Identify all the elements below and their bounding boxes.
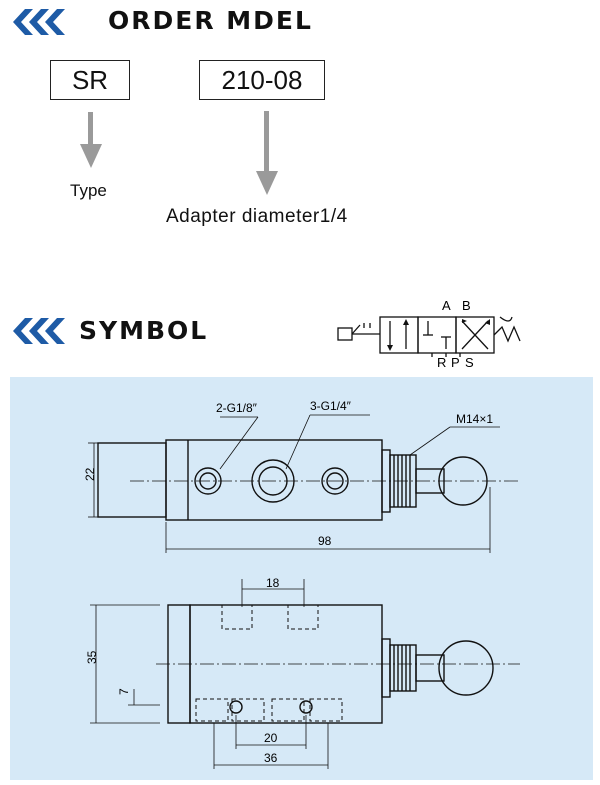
thread-label: M14×1 bbox=[456, 412, 493, 426]
port-small-label: 2-G1/8″ bbox=[216, 401, 258, 415]
model-code-box: 210-08 bbox=[199, 60, 325, 100]
order-model-title: ORDER MDEL bbox=[108, 6, 313, 35]
dim-bottom-side: 36 bbox=[264, 751, 278, 765]
dim-mid-side: 20 bbox=[264, 731, 278, 745]
chevron-icon bbox=[13, 318, 65, 344]
series-code: SR bbox=[71, 64, 109, 95]
valve-symbol: A B R P S bbox=[337, 298, 521, 370]
dim-height-top: 22 bbox=[83, 467, 97, 481]
series-code-box: SR bbox=[50, 60, 130, 100]
port-r-label: R bbox=[437, 355, 446, 370]
series-label: Type bbox=[70, 181, 107, 200]
dim-length-top: 98 bbox=[318, 534, 332, 548]
symbol-title: SYMBOL bbox=[79, 316, 209, 345]
dimension-drawing: 2-G1/8″ 3-G1/4″ M14×1 22 98 18 35 7 20 3… bbox=[83, 399, 520, 769]
dim-height-side: 35 bbox=[85, 650, 99, 664]
port-p-label: P bbox=[451, 355, 460, 370]
dim-top-side: 18 bbox=[266, 576, 280, 590]
down-arrow-icon bbox=[256, 111, 278, 195]
down-arrow-icon bbox=[80, 112, 102, 168]
chevron-icon bbox=[13, 9, 65, 35]
port-b-label: B bbox=[462, 298, 471, 313]
port-a-label: A bbox=[442, 298, 451, 313]
dimension-drawing-panel: 2-G1/8″ 3-G1/4″ M14×1 22 98 18 35 7 20 3… bbox=[10, 377, 593, 780]
model-label: Adapter diameter1/4 bbox=[166, 206, 348, 227]
dim-small-side: 7 bbox=[117, 688, 131, 695]
model-code: 210-08 bbox=[221, 64, 303, 95]
port-large-label: 3-G1/4″ bbox=[310, 399, 352, 413]
port-s-label: S bbox=[465, 355, 474, 370]
